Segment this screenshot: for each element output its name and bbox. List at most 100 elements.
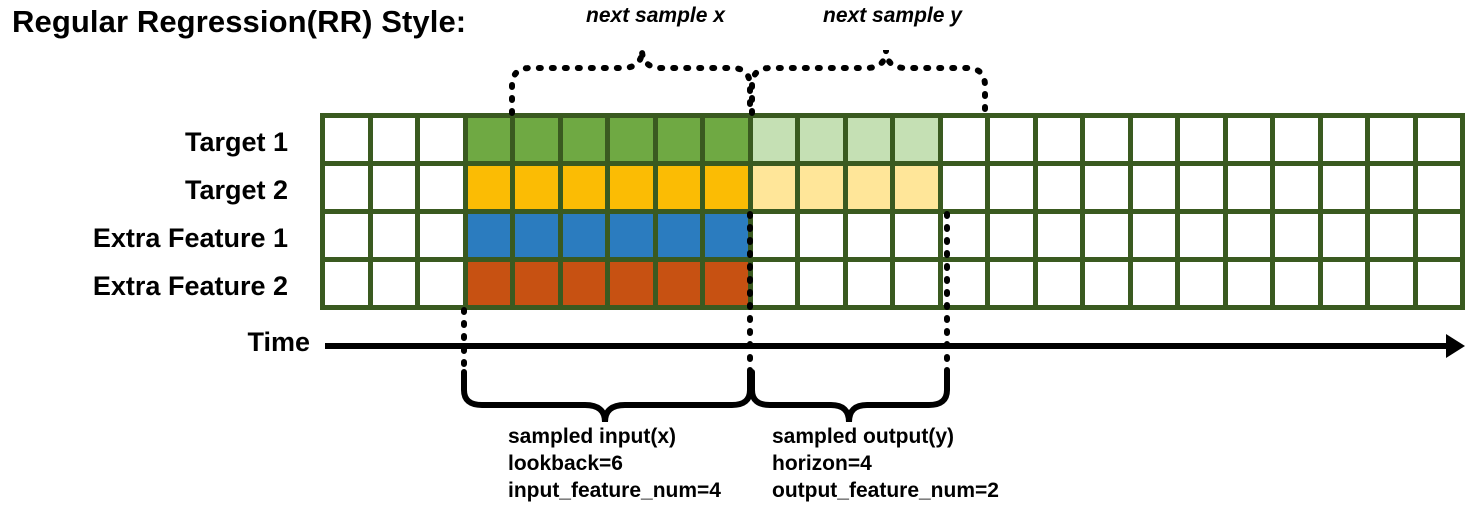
grid-cell [610,166,653,209]
grid-cell [847,214,890,257]
grid-cell [1180,214,1223,257]
grid-cell [1370,262,1413,305]
axis-label-time: Time [247,327,310,357]
grid-cell [372,262,415,305]
grid-cell [610,214,653,257]
grid-cell [1322,262,1365,305]
grid-cell [420,118,463,161]
grid-cell [1037,214,1080,257]
grid-cell [1417,166,1460,209]
grid-cell [1085,166,1128,209]
grid-cell [847,262,890,305]
grid-cell [1322,166,1365,209]
grid-cell [942,118,985,161]
grid-cell [515,166,558,209]
grid-cell [1227,118,1270,161]
grid-cell [1417,118,1460,161]
page-title: Regular Regression(RR) Style: [12,4,467,39]
grid-cell [990,214,1033,257]
grid-cell [942,166,985,209]
grid-cell [1037,262,1080,305]
caption-sampled-output: sampled output(y) horizon=4 output_featu… [772,425,999,502]
grid-cell [705,166,748,209]
grid-cell [1132,214,1175,257]
grid-cell [1180,262,1223,305]
grid-cell [800,214,843,257]
grid-cell [1275,214,1318,257]
grid-cell [847,118,890,161]
grid-cell [1370,166,1413,209]
grid-cell [1275,262,1318,305]
grid-cell [372,166,415,209]
grid-cell [990,118,1033,161]
grid-cell [895,214,938,257]
grid-cell [515,214,558,257]
grid-cell [1227,214,1270,257]
grid-cell [1417,214,1460,257]
grid-cell [1275,118,1318,161]
grid-cell [1227,166,1270,209]
brace-sampled-input [461,369,753,423]
row-label-extra-feature-2: Extra Feature 2 [92,270,288,301]
grid-cell [562,262,605,305]
grid-cell [1180,118,1223,161]
grid-cell [990,262,1033,305]
grid-cell [800,118,843,161]
grid-cell [752,262,795,305]
grid-cell [800,166,843,209]
grid-cell [515,118,558,161]
grid-cell [325,166,368,209]
grid-cell [1180,166,1223,209]
grid-cell [657,214,700,257]
grid-cell [657,262,700,305]
time-axis-line [325,343,1453,349]
grid-cell [562,214,605,257]
grid-cell [372,118,415,161]
dotted-brace-next-sample-y [749,49,988,116]
grid-cell [1132,166,1175,209]
grid-cell [942,262,985,305]
grid-cell [467,262,510,305]
grid-cell [467,214,510,257]
grid-cell [1370,214,1413,257]
grid-cell [800,262,843,305]
grid-cell [610,118,653,161]
grid-cell [1417,262,1460,305]
grid-cell [610,262,653,305]
time-axis-arrow-icon [1446,334,1465,358]
grid-cell [1370,118,1413,161]
grid-cell [1085,262,1128,305]
grid-cell [1227,262,1270,305]
annotation-next-sample-x: next sample x [586,4,725,27]
dotted-brace-next-sample-x [509,49,753,116]
grid-cell [515,262,558,305]
timeline-grid [320,113,1465,310]
grid-cell [657,166,700,209]
grid-cell [1132,262,1175,305]
grid-row-target-1 [325,118,1460,161]
grid-cell [657,118,700,161]
grid-cell [895,166,938,209]
grid-cell [705,214,748,257]
grid-cell [1275,166,1318,209]
annotation-next-sample-y: next sample y [823,4,962,27]
grid-cell [325,262,368,305]
grid-cell [467,166,510,209]
grid-cell [990,166,1033,209]
brace-sampled-output [749,369,950,423]
grid-cell [705,262,748,305]
grid-cell [847,166,890,209]
grid-cell [372,214,415,257]
grid-cell [467,118,510,161]
row-label-target-2: Target 2 [184,174,288,205]
grid-cell [895,118,938,161]
grid-cell [1085,118,1128,161]
grid-cell [1132,118,1175,161]
grid-row-target-2 [325,166,1460,209]
grid-cell [752,166,795,209]
grid-cell [325,118,368,161]
grid-cell [1085,214,1128,257]
grid-cell [420,166,463,209]
row-label-target-1: Target 1 [184,126,288,157]
